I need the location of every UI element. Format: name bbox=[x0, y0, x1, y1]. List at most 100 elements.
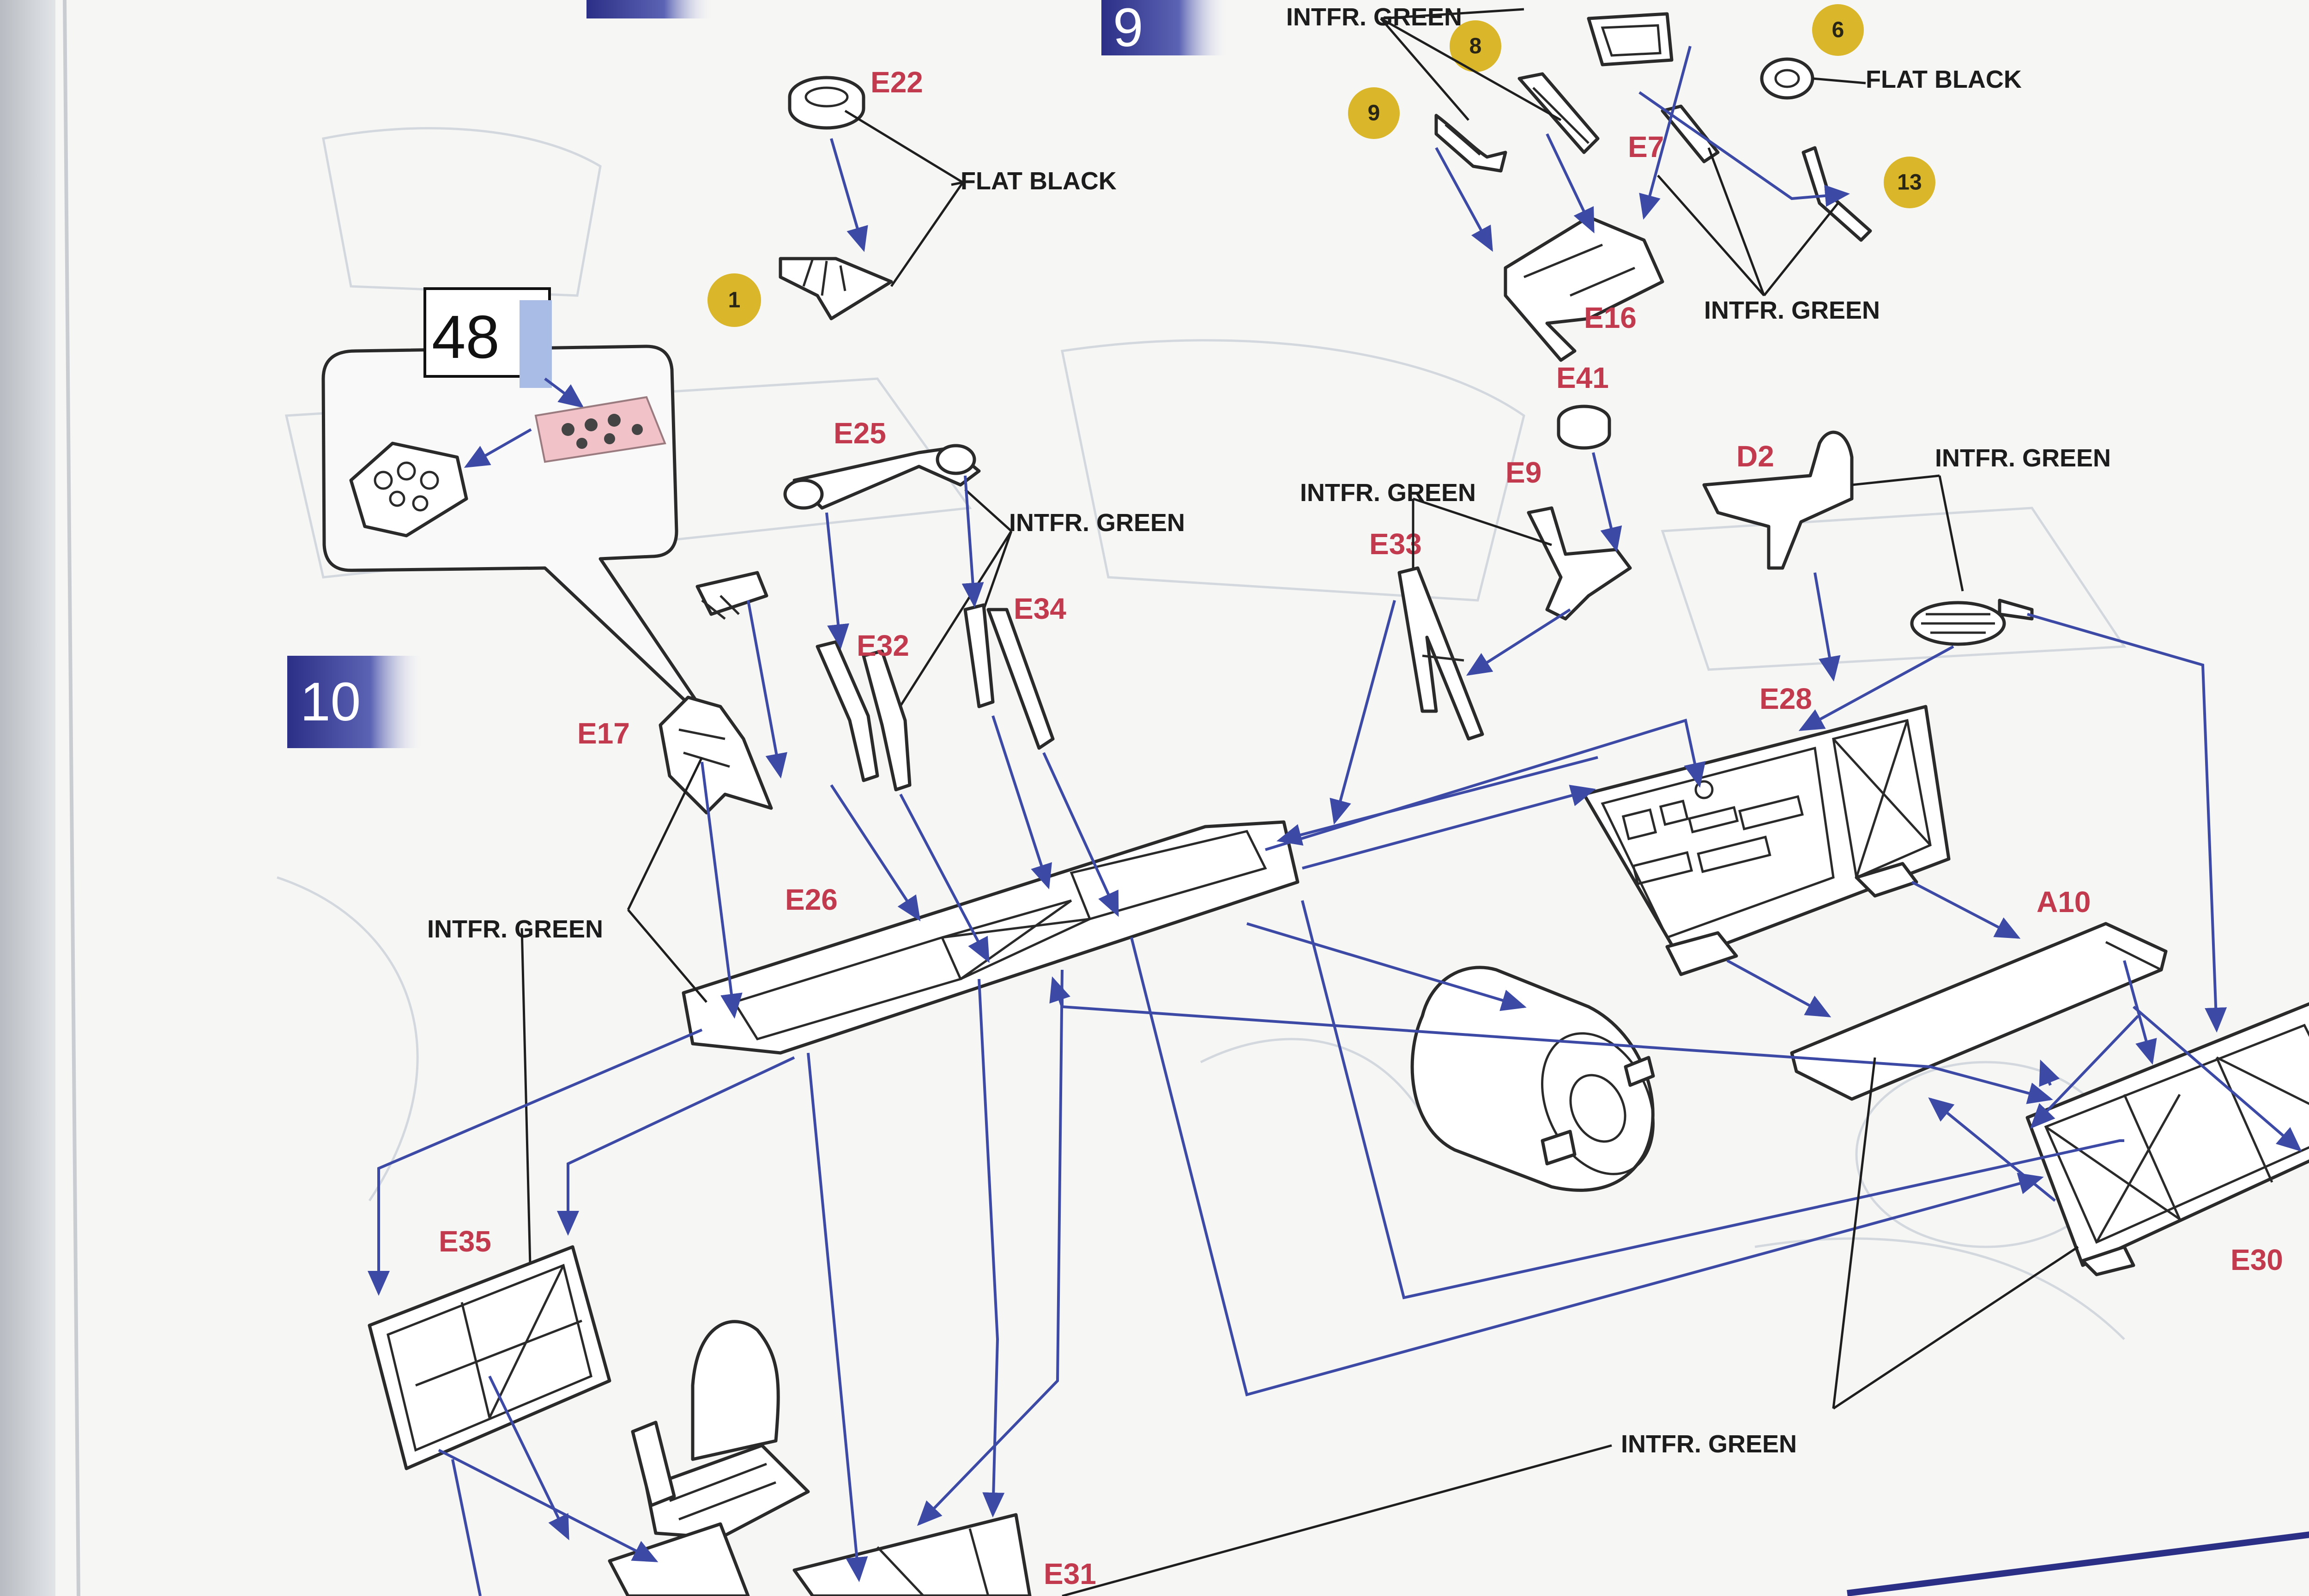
arrow bbox=[2133, 1005, 2302, 1152]
arrow bbox=[1435, 147, 1493, 252]
badge-9: 9 bbox=[1348, 87, 1400, 139]
badge-1: 1 bbox=[707, 273, 761, 327]
callout-intfr-green-e25: INTFR. GREEN bbox=[890, 489, 1185, 721]
part-e16-rudder-bar: E16 bbox=[1504, 215, 1664, 362]
arrow bbox=[438, 1449, 659, 1562]
arrow bbox=[807, 1052, 868, 1582]
arrow bbox=[747, 600, 787, 779]
svg-text:INTFR. GREEN: INTFR. GREEN bbox=[1704, 296, 1880, 324]
arrow bbox=[451, 1459, 482, 1596]
part-e25-bar: E25 bbox=[783, 417, 981, 510]
callout-intfr-green-bottom: INTFR. GREEN bbox=[1062, 1057, 2079, 1596]
page-border-line bbox=[1847, 1531, 2309, 1596]
step-number: 10 bbox=[300, 671, 361, 732]
label-e32: E32 bbox=[857, 629, 909, 662]
part-e8-bar bbox=[1517, 72, 1600, 154]
paper-edge bbox=[63, 0, 80, 1596]
label-e30: E30 bbox=[2230, 1243, 2283, 1276]
arrow bbox=[1049, 976, 1070, 1007]
part-e34-legs: E34 bbox=[963, 592, 1066, 750]
callout-intfr-green-e9: INTFR. GREEN bbox=[1300, 479, 1552, 568]
part-e32-legs: E32 bbox=[816, 629, 912, 792]
callout-intfr-green-e17: INTFR. GREEN bbox=[427, 756, 707, 1303]
arrow bbox=[1813, 572, 1841, 682]
arrow bbox=[830, 784, 921, 922]
label-e16: E16 bbox=[1584, 301, 1637, 334]
part-d2-bracket: D2 bbox=[1702, 430, 1854, 570]
svg-text:6: 6 bbox=[1832, 18, 1844, 42]
arrow bbox=[701, 762, 743, 1019]
arrow bbox=[1246, 922, 1527, 1011]
part-e9-bracket: E9 bbox=[1505, 456, 1632, 621]
instrument-panel-decal bbox=[534, 396, 666, 463]
arrow bbox=[1638, 91, 1850, 207]
arrow bbox=[368, 1028, 703, 1296]
arrow bbox=[917, 969, 1064, 1526]
svg-text:9: 9 bbox=[1368, 101, 1380, 126]
decal-sheet-callout: 48 bbox=[321, 287, 718, 732]
part-e35-frame: E35 bbox=[368, 1225, 611, 1470]
step-header-prev bbox=[586, 0, 716, 18]
arrow bbox=[978, 979, 1005, 1517]
instrument-panel-part bbox=[349, 441, 468, 538]
svg-text:INTFR. GREEN: INTFR. GREEN bbox=[427, 915, 603, 943]
leader-line bbox=[1380, 17, 1562, 121]
label-e41: E41 bbox=[1556, 361, 1609, 394]
label-a10: A10 bbox=[2037, 885, 2091, 919]
part-instrument-frame-top bbox=[1587, 12, 1674, 66]
part-e41-cap: E41 bbox=[1556, 361, 1611, 450]
part-a10-plate: A10 bbox=[1790, 885, 2168, 1101]
arrow bbox=[991, 715, 1052, 889]
part-grille-disc bbox=[1910, 598, 2034, 646]
arrow bbox=[2039, 1059, 2060, 1087]
arrow bbox=[1265, 719, 1706, 851]
callout-intfr-green-9: INTFR. GREEN bbox=[1657, 147, 1880, 324]
arrow bbox=[899, 793, 990, 963]
svg-text:INTFR. GREEN: INTFR. GREEN bbox=[1621, 1430, 1797, 1458]
part-key-cluster bbox=[695, 571, 768, 620]
part-engine-drum bbox=[1410, 966, 1655, 1192]
arrow bbox=[1466, 608, 1571, 676]
label-e22: E22 bbox=[870, 66, 923, 99]
arrow bbox=[1302, 785, 1596, 870]
svg-text:INTFR. GREEN: INTFR. GREEN bbox=[1009, 509, 1185, 537]
svg-text:1: 1 bbox=[728, 288, 741, 313]
svg-text:8: 8 bbox=[1469, 34, 1482, 59]
arrow bbox=[825, 512, 849, 649]
arrow bbox=[2027, 613, 2227, 1033]
arrow bbox=[1301, 900, 2124, 1300]
panel-dials bbox=[374, 461, 439, 512]
step-number: 9 bbox=[1113, 0, 1143, 58]
arrow bbox=[1639, 46, 1692, 220]
arrow bbox=[1798, 645, 1954, 731]
binding-gutter bbox=[0, 0, 65, 1596]
badge-8: 8 bbox=[1450, 20, 1501, 72]
label-e25: E25 bbox=[834, 417, 886, 450]
callout-flat-black-6: FLAT BLACK bbox=[1866, 66, 2022, 93]
arrow bbox=[557, 1056, 795, 1236]
part-e22-control-cap bbox=[788, 76, 865, 130]
arrow bbox=[2030, 1015, 2140, 1129]
label-e9: E9 bbox=[1505, 456, 1541, 489]
badge-13: 13 bbox=[1884, 157, 1935, 208]
label-d2: D2 bbox=[1736, 440, 1774, 473]
part-e6-wheel: FLAT BLACK bbox=[1760, 57, 2022, 100]
label-e31: E31 bbox=[1044, 1557, 1096, 1590]
part-e26-floor: E26 bbox=[682, 820, 1300, 1055]
label-e34: E34 bbox=[1014, 592, 1066, 625]
arrow bbox=[1592, 452, 1622, 552]
label-e17: E17 bbox=[577, 717, 630, 750]
label-e7: E7 bbox=[1628, 130, 1664, 163]
arrow bbox=[830, 138, 868, 252]
callout-flat-black-1: FLAT BLACK bbox=[844, 109, 1117, 287]
badge-6: 6 bbox=[1812, 4, 1864, 56]
svg-text:FLAT BLACK: FLAT BLACK bbox=[961, 167, 1117, 195]
callout-intfr-green-top: INTFR. GREEN bbox=[1286, 3, 1462, 31]
arrow bbox=[1546, 133, 1595, 234]
label-e35: E35 bbox=[439, 1225, 491, 1258]
label-e28: E28 bbox=[1759, 682, 1812, 715]
step-header-9: 9 bbox=[1101, 0, 1231, 58]
arrow bbox=[1042, 752, 1119, 917]
